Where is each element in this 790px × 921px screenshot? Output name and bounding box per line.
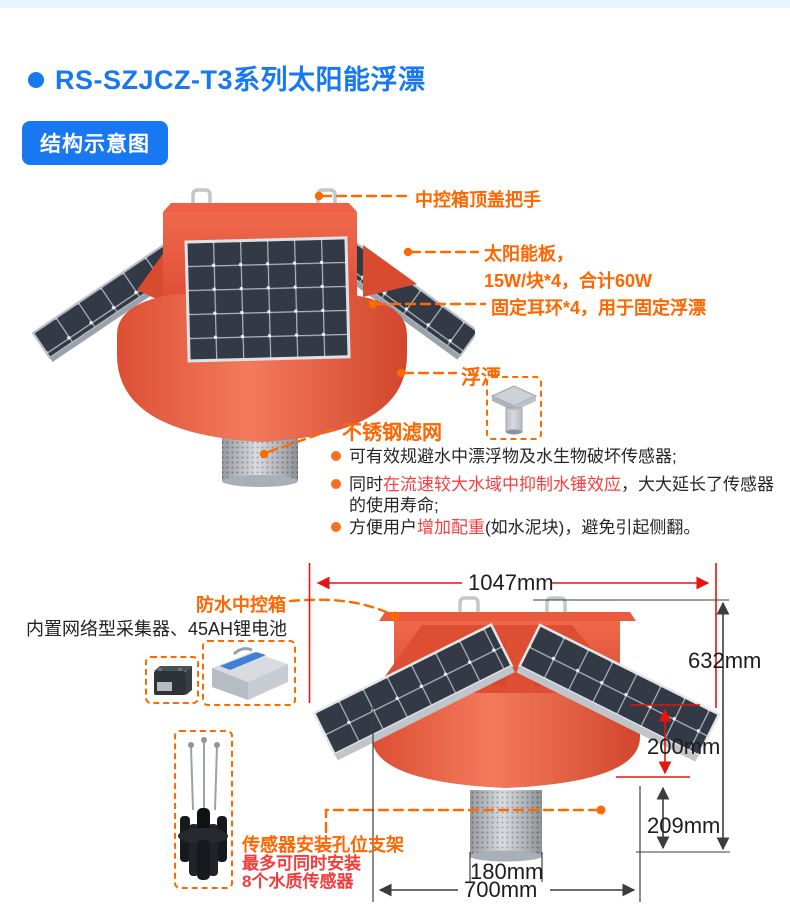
dim-filter-height: 209mm bbox=[647, 813, 721, 838]
front-solar-panel bbox=[184, 236, 351, 363]
filter-part-inset bbox=[486, 376, 542, 440]
left-solar-panel bbox=[312, 622, 515, 761]
dimension-view-illustration bbox=[312, 596, 721, 862]
callout-solar-label: 太阳能板， 15W/块*4，合计60W bbox=[484, 241, 652, 295]
control-box-lid bbox=[379, 612, 636, 621]
sensor-bracket-label: 传感器安装孔位支架 bbox=[242, 835, 404, 855]
sensor-bracket-note-1: 最多可同时安装 bbox=[242, 854, 361, 873]
title-bullet-dot bbox=[28, 72, 44, 88]
filter-mesh-cylinder bbox=[470, 790, 542, 862]
lid-handle-right bbox=[545, 596, 567, 612]
filter-note-2-wrap: 的使用寿命; bbox=[349, 496, 439, 515]
callout-handle-label: 中控箱顶盖把手 bbox=[415, 190, 541, 210]
callout-solar-line2: 15W/块*4，合计60W bbox=[484, 271, 653, 291]
battery-inset bbox=[145, 656, 199, 704]
filter-note-3: 方便用户增加配重(如水泥块)，避免引起侧翻。 bbox=[331, 517, 700, 539]
waterproof-box-label: 防水中控箱 bbox=[196, 595, 286, 615]
bullet-dot-icon bbox=[331, 451, 341, 461]
collector-box-image bbox=[212, 647, 288, 700]
dim-panel-gap: 200mm bbox=[647, 734, 721, 759]
collector-box-inset bbox=[202, 640, 296, 706]
dim-filter-width: 180mm bbox=[470, 859, 544, 884]
page-title: RS-SZJCZ-T3系列太阳能浮漂 bbox=[55, 65, 426, 95]
sensor-bracket-inset bbox=[174, 730, 233, 889]
filter-part-image bbox=[490, 385, 538, 435]
bullet-dot-icon bbox=[331, 522, 341, 532]
structure-view-illustration bbox=[31, 188, 475, 487]
dim-total-height: 632mm bbox=[688, 648, 762, 673]
dim-buoy-width: 700mm bbox=[464, 877, 538, 902]
sensor-bracket-image bbox=[178, 737, 228, 880]
filter-note-2: 同时在流速较大水域中抑制水锤效应，大大延长了传感器 bbox=[331, 474, 774, 496]
left-panel-bracket bbox=[137, 251, 165, 303]
dim-total-width: 1047mm bbox=[468, 570, 554, 595]
callout-ear-label: 固定耳环*4，用于固定浮漂 bbox=[491, 298, 707, 318]
callout-filter-label: 不锈钢滤网 bbox=[342, 422, 442, 444]
lid-handle-left bbox=[458, 596, 480, 612]
top-accent-strip bbox=[0, 0, 790, 8]
section-badge: 结构示意图 bbox=[22, 121, 168, 165]
lid-handle-right bbox=[316, 188, 337, 203]
buoy-float bbox=[372, 693, 640, 788]
sensor-bracket-note-2: 8个水质传感器 bbox=[242, 872, 354, 891]
battery-image bbox=[154, 666, 192, 695]
control-box-lid bbox=[163, 203, 357, 212]
filter-note-1: 可有效规避水中漂浮物及水生物破坏传感器; bbox=[331, 446, 677, 468]
callout-solar-line1: 太阳能板， bbox=[484, 244, 574, 264]
bullet-dot-icon bbox=[331, 479, 341, 489]
lid-handle-left bbox=[191, 188, 212, 203]
right-panel-bracket bbox=[363, 245, 417, 297]
box-description: 内置网络型采集器、45AH锂电池 bbox=[26, 619, 288, 639]
